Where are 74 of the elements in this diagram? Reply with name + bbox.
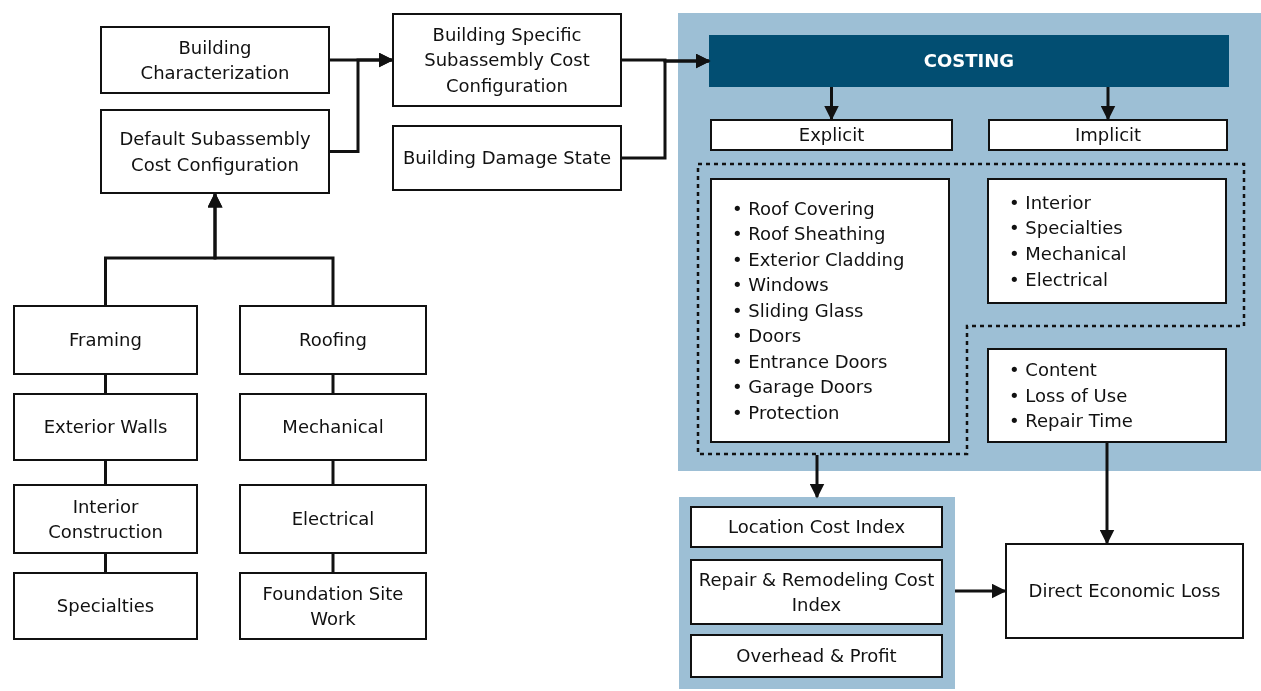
list-item: • Repair Time <box>1009 409 1133 434</box>
list-item: • Entrance Doors <box>732 349 888 374</box>
box-label: Interior Construction <box>47 494 164 544</box>
arrow <box>824 87 839 121</box>
process-box <box>392 125 622 191</box>
list-item: • Roof Covering <box>732 196 875 221</box>
box-label: Roofing <box>299 328 367 353</box>
list-item: • Windows <box>732 273 829 298</box>
arrow <box>330 52 394 153</box>
list-item: • Specialties <box>1009 216 1123 241</box>
arrow <box>1099 443 1115 545</box>
process-box <box>690 559 943 625</box>
process-box <box>13 572 198 640</box>
list-box <box>710 178 950 443</box>
box-label: Overhead & Profit <box>736 644 897 669</box>
arrow <box>955 583 1007 599</box>
box-label: Mechanical <box>282 415 384 440</box>
connector-line <box>104 375 107 393</box>
process-box <box>988 119 1228 151</box>
box-label: Framing <box>69 328 142 353</box>
connector-line <box>331 375 335 393</box>
process-box <box>239 393 427 461</box>
list-item: • Garage Doors <box>732 375 873 400</box>
box-label: Location Cost Index <box>727 515 906 540</box>
process-box <box>392 13 622 107</box>
box-label: Building Specific Subassembly Cost Configuration <box>423 23 591 98</box>
panel <box>678 13 1261 471</box>
box-label: Implicit <box>1074 123 1142 148</box>
list-item: • Electrical <box>1009 267 1109 292</box>
header-title: COSTING <box>923 49 1015 74</box>
box-label: Electrical <box>291 507 375 532</box>
list-item: • Roof Sheathing <box>732 222 886 247</box>
process-box <box>239 572 427 640</box>
box-label: Specialties <box>56 594 155 619</box>
process-box <box>710 119 953 151</box>
box-label: Foundation Site Work <box>261 581 405 631</box>
list-item: • Sliding Glass <box>732 298 864 323</box>
process-box <box>13 484 198 554</box>
list-item: • Protection <box>732 400 840 425</box>
panel <box>679 497 955 689</box>
process-box <box>239 484 427 554</box>
box-label: Building Damage State <box>402 146 612 171</box>
dashed-region <box>697 163 1245 455</box>
list-item: • Loss of Use <box>1009 383 1128 408</box>
box-label: Exterior Walls <box>43 415 168 440</box>
connector-line <box>104 554 107 572</box>
process-box <box>100 109 330 194</box>
process-box <box>100 26 330 94</box>
process-box <box>13 305 198 375</box>
process-box <box>690 506 943 548</box>
list-box <box>987 348 1227 443</box>
arrow <box>809 455 825 499</box>
process-box <box>690 634 943 678</box>
list-item: • Exterior Cladding <box>732 247 905 272</box>
process-box <box>1005 543 1244 639</box>
list-box <box>987 178 1227 304</box>
process-box <box>239 305 427 375</box>
arrow <box>622 53 711 160</box>
connector-line <box>331 461 335 484</box>
box-label: Explicit <box>798 123 865 148</box>
connector-line <box>104 461 107 484</box>
box-label: Default Subassembly Cost Configuration <box>118 127 312 177</box>
connector-line <box>331 554 335 572</box>
box-label: Repair & Remodeling Cost Index <box>698 567 935 617</box>
box-label: Direct Economic Loss <box>1028 579 1221 604</box>
list-item: • Doors <box>732 324 801 349</box>
arrow <box>1100 87 1116 121</box>
list-item: • Content <box>1009 358 1097 383</box>
list-item: • Mechanical <box>1009 242 1127 266</box>
process-box <box>13 393 198 461</box>
arrow <box>207 192 335 305</box>
box-label: Building Characterization <box>139 35 291 85</box>
header-bar <box>709 35 1229 87</box>
list-item: • Interior <box>1009 190 1091 215</box>
